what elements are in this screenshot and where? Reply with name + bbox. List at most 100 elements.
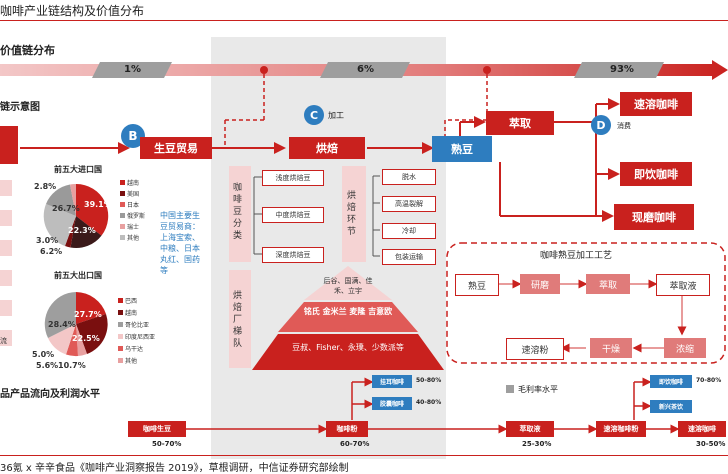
import-label-6: 6.2% [40, 247, 63, 256]
team-box [229, 270, 251, 368]
beans-box: 熟豆 [432, 136, 492, 162]
roast-box: 烘焙 [289, 137, 365, 159]
left-stripe [0, 180, 12, 196]
roaster-pyramid [252, 266, 444, 370]
flow-powder-margin: 60-70% [340, 440, 370, 448]
import-title: 前五大进口国 [54, 165, 102, 174]
export-label-6: 10.7% [58, 361, 86, 370]
team-label: 烘焙厂梯队 [233, 291, 243, 349]
pyramid-top: 后谷、国满、佳禾、立宇 [323, 277, 373, 295]
link-box [342, 166, 366, 262]
pyramid-bot: 豆叔、Fisher、永璞、少数派等 [292, 343, 404, 352]
flow-capsule: 胶囊咖啡 [372, 397, 412, 410]
export-legend-1: 越南 [118, 308, 137, 317]
export-legend-5: 其他 [118, 356, 137, 365]
export-legend-2: 哥伦比亚 [118, 320, 149, 329]
import-legend-0: 越南 [120, 178, 139, 187]
left-stripe [0, 270, 12, 286]
trade-box: 生豆贸易 [140, 137, 212, 159]
value-pct-1: 1% [124, 64, 141, 75]
page-title: 咖啡产业链结构及价值分布 [0, 4, 145, 18]
footer-source: 36氪 x 辛辛食品《咖啡产业洞察报告 2019》，草根调研，中信证券研究部绘制 [0, 463, 349, 474]
flow-instant-powder: 速溶咖啡粉 [596, 421, 646, 437]
flow-extract-margin: 25-30% [522, 440, 552, 448]
export-legend-4: 乌干达 [118, 344, 143, 353]
legend-swatch [506, 385, 514, 393]
footer-line [0, 455, 728, 456]
step-crack: 高温裂解 [382, 196, 436, 212]
process-step-powder: 速溶粉 [506, 338, 564, 360]
import-legend-2: 日本 [120, 200, 139, 209]
value-chain-heading: 价值链分布 [0, 44, 55, 57]
process-label: 加工 [328, 111, 344, 120]
extract-box: 萃取 [486, 111, 554, 135]
flow-raw-margin: 50-70% [152, 440, 182, 448]
product-fresh: 现磨咖啡 [614, 204, 694, 230]
roast-type-dark: 深度烘焙豆 [262, 247, 324, 263]
flow-instant: 速溶咖啡 [678, 421, 726, 437]
export-label-5: 5.6% [36, 361, 59, 370]
flow-powder: 咖啡粉 [326, 421, 368, 437]
product-rtd: 即饮咖啡 [620, 162, 692, 186]
process-step-liquid: 萃取液 [656, 274, 710, 296]
title-underline [0, 20, 728, 21]
export-label-1: 27.7% [74, 310, 102, 319]
left-stripe [0, 210, 12, 226]
import-legend-3: 俄罗斯 [120, 211, 145, 220]
export-legend-0: 巴西 [118, 296, 137, 305]
process-step-grind: 研磨 [520, 274, 560, 294]
flow-extract: 萃取液 [506, 421, 554, 437]
process-step-concentrate: 浓缩 [664, 338, 706, 358]
roast-type-medium: 中度烘焙豆 [262, 207, 324, 223]
process-step-dry: 干燥 [590, 338, 632, 358]
left-stripe [0, 240, 12, 256]
left-edge-block [0, 126, 18, 164]
step-pack: 包装运输 [382, 249, 436, 265]
import-label-2: 39.1% [84, 200, 112, 209]
roast-type-light: 浅度烘焙豆 [262, 170, 324, 186]
left-diagram-title: 链示意图 [0, 102, 40, 113]
classify-box [229, 166, 251, 262]
import-label-4: 26.7% [52, 204, 80, 213]
left-stripe [0, 330, 12, 346]
flow-instant-margin: 30-50% [696, 440, 726, 448]
process-title: 咖啡熟豆加工工艺 [540, 251, 613, 261]
left-edge-label: 流 [0, 337, 7, 345]
value-pct-3: 93% [610, 64, 634, 75]
process-step-extract: 萃取 [586, 274, 630, 294]
trader-text: 中国主要生豆贸易商：上海宝索、中粮、日本丸红、国药等 [160, 211, 200, 275]
import-label-5: 3.0% [36, 236, 59, 245]
value-chain-bar [0, 60, 728, 80]
left-stripe [0, 300, 12, 316]
process-step-beans: 熟豆 [455, 274, 499, 296]
step-cool: 冷却 [382, 223, 436, 239]
flow-capsule-margin: 40-80% [416, 399, 442, 406]
import-label-3: 22.3% [68, 226, 96, 235]
export-title: 前五大出口国 [54, 271, 102, 280]
export-legend-3: 印度尼西亚 [118, 332, 155, 341]
product-instant: 速溶咖啡 [620, 92, 692, 116]
export-pie [44, 292, 108, 357]
consume-label: 消费 [617, 122, 631, 130]
export-label-4: 5.0% [32, 350, 55, 359]
flow-rtd: 即饮咖啡 [650, 375, 692, 388]
import-pie [43, 183, 109, 249]
import-legend-5: 其他 [120, 233, 139, 242]
import-legend-4: 瑞士 [120, 222, 139, 231]
step-dehydrate: 脱水 [382, 169, 436, 185]
import-label-1: 2.8% [34, 182, 57, 191]
flow-raw: 咖啡生豆 [128, 421, 186, 437]
flow-ear: 挂耳咖啡 [372, 375, 412, 388]
c-badge: C [304, 105, 324, 125]
flow-title: 品产品流向及利润水平 [0, 389, 100, 400]
import-legend-1: 美国 [120, 189, 139, 198]
flow-new-tea: 新兴茶饮 [650, 400, 692, 413]
link-label: 烘焙环节 [347, 191, 357, 237]
export-label-2: 22.5% [72, 334, 100, 343]
flow-ear-margin: 50-80% [416, 377, 442, 384]
legend-label: 毛利率水平 [518, 385, 558, 394]
flow-rtd-margin: 70-80% [696, 377, 722, 384]
pyramid-mid: 铭氏 金米兰 麦隆 吉意欧 [303, 307, 393, 316]
classify-label: 咖啡豆分类 [233, 183, 243, 241]
